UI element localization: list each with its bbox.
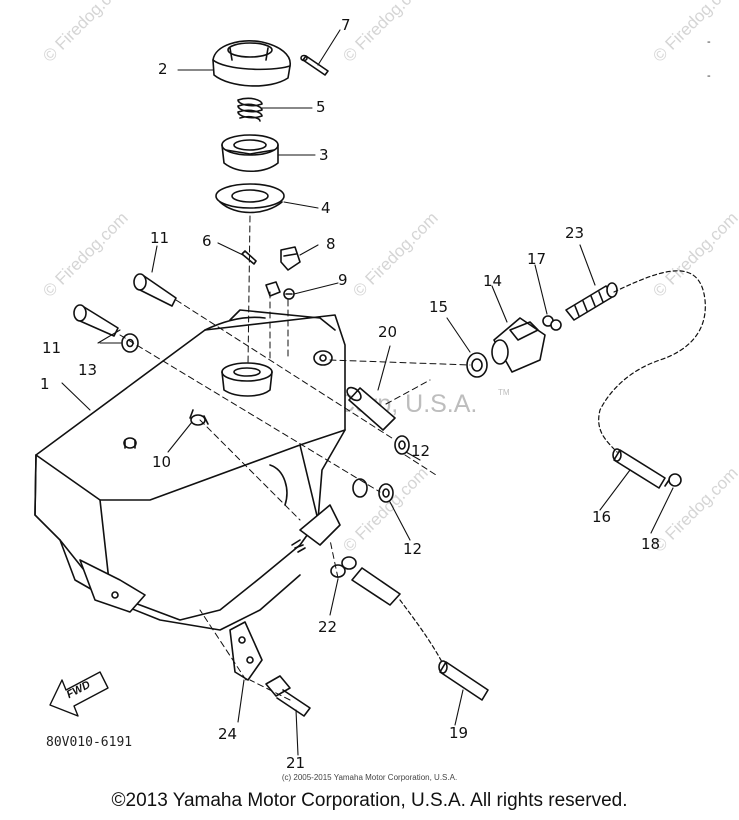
vent-pin xyxy=(300,54,329,76)
fuel-cap xyxy=(212,40,291,87)
callout-6: 6 xyxy=(202,232,212,250)
callout-12-upper: 12 xyxy=(411,442,431,460)
callout-21: 21 xyxy=(286,754,306,772)
fitting-23 xyxy=(565,282,618,321)
callout-11-lower: 11 xyxy=(42,339,62,357)
cap-seal-holder xyxy=(221,134,279,173)
callout-12-lower: 12 xyxy=(403,540,423,558)
washer-lower xyxy=(352,478,368,498)
grommet-12-lower xyxy=(378,483,394,503)
spring xyxy=(237,97,263,122)
clamp-22 xyxy=(330,556,357,578)
leader-lines xyxy=(61,29,674,756)
fuel-line-lower xyxy=(399,599,443,663)
clip-18 xyxy=(664,473,682,487)
callout-4: 4 xyxy=(321,199,331,217)
screw-9 xyxy=(265,281,295,300)
margin-mark-lower: - xyxy=(707,70,711,82)
callout-3: 3 xyxy=(319,146,329,164)
callout-16: 16 xyxy=(592,508,612,526)
callout-2: 2 xyxy=(158,60,168,78)
fuel-tank xyxy=(34,309,346,631)
callout-13: 13 xyxy=(78,361,98,379)
callout-8: 8 xyxy=(326,235,336,253)
callout-11-upper: 11 xyxy=(150,229,170,247)
diagram-code: 80V010-6191 xyxy=(46,735,133,750)
fwd-arrow-icon xyxy=(49,671,109,717)
callout-15: 15 xyxy=(429,298,449,316)
callout-22: 22 xyxy=(318,618,338,636)
inner-copyright: (c) 2005-2015 Yamaha Motor Corporation, … xyxy=(281,773,458,782)
bolt-11-upper xyxy=(133,273,177,307)
callout-14: 14 xyxy=(483,272,503,290)
callout-1: 1 xyxy=(40,375,50,393)
fuel-cock xyxy=(491,317,546,373)
callout-5: 5 xyxy=(316,98,326,116)
callout-18: 18 xyxy=(641,535,661,553)
clamp-17 xyxy=(542,315,562,331)
hose-20 xyxy=(346,386,396,431)
hose-16 xyxy=(612,448,666,489)
callout-20: 20 xyxy=(378,323,398,341)
bolt-11-lower xyxy=(73,304,119,337)
clip xyxy=(280,246,301,271)
cap-gasket xyxy=(215,183,285,214)
nut-10 xyxy=(189,409,209,426)
callout-10: 10 xyxy=(152,453,172,471)
washer-15 xyxy=(466,352,488,378)
watermark-tm: TM xyxy=(498,388,510,397)
washer-13 xyxy=(121,333,139,353)
callout-24: 24 xyxy=(218,725,238,743)
exploded-view-drawing xyxy=(34,29,706,756)
margin-mark-top: - xyxy=(707,36,711,48)
footer-copyright: ©2013 Yamaha Motor Corporation, U.S.A. A… xyxy=(111,790,628,811)
callout-19: 19 xyxy=(449,724,469,742)
callout-7: 7 xyxy=(341,16,351,34)
hose-19 xyxy=(438,660,489,701)
hose-lower xyxy=(351,567,401,606)
callout-23: 23 xyxy=(565,224,585,242)
callout-9: 9 xyxy=(338,271,348,289)
bolt-21 xyxy=(265,675,311,717)
grommet-12-upper xyxy=(394,435,410,455)
alignment-lines xyxy=(119,215,471,701)
callout-17: 17 xyxy=(527,250,547,268)
fuel-line-right xyxy=(598,270,706,453)
bracket-24 xyxy=(229,621,263,681)
